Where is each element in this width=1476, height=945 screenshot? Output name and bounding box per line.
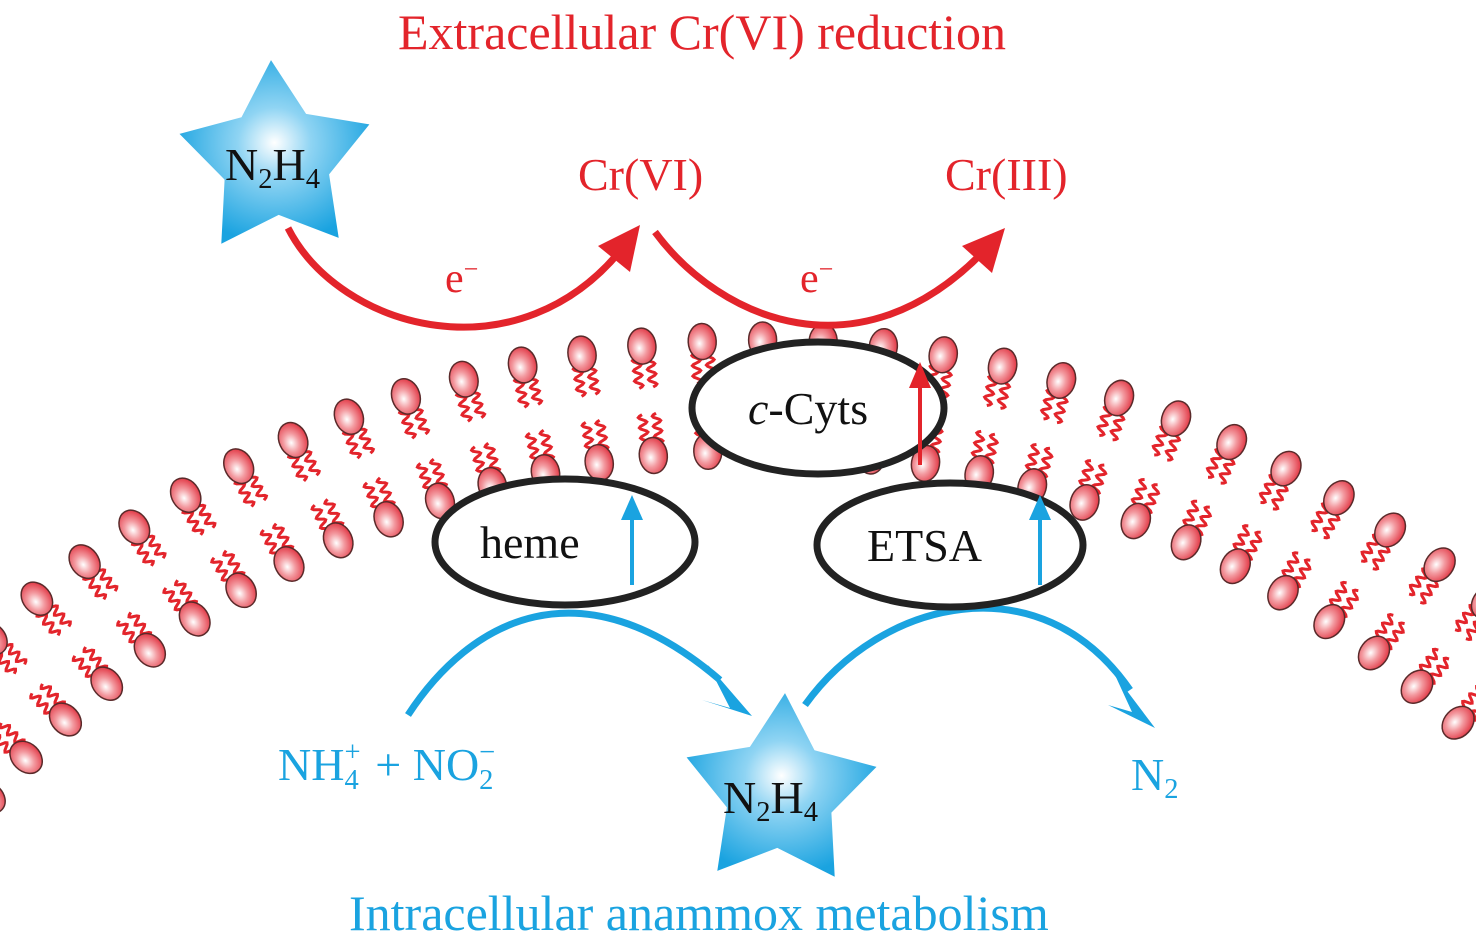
lipid-head [223,448,255,485]
lipid-head [1069,484,1100,521]
lipid-head [1046,361,1077,400]
lipid-tail [0,652,17,675]
heme-up-arrowhead [621,495,643,520]
lipid-head [1441,705,1475,740]
lipid-head [277,421,309,459]
lipid-head [567,335,597,373]
electron-transfer-arrowhead-1 [598,225,640,272]
lipid-head [68,544,101,580]
n2h4-label-extracellular: N2H4 [225,139,320,195]
anammox-arrowhead-2 [1108,675,1155,728]
lipid-head [687,322,717,361]
electron-transfer-arrow-2 [652,229,988,329]
electron-transfer-arrowhead-2 [962,228,1005,273]
c-cyts-label: c-Cyts [748,383,869,434]
lipid-head [1219,548,1251,585]
lipid-head [322,522,354,559]
lipid-head [48,702,83,737]
lipid-head [178,601,211,637]
lipid-head [390,377,422,415]
lipid-head [373,501,404,538]
lipid-head [20,581,54,616]
lipid-head [1270,450,1302,487]
electron-transfer-arrow-1 [284,226,628,331]
c-cyts-protein [688,338,948,478]
lipid-head [1357,635,1391,671]
etsa-label: ETSA [867,520,982,571]
heme-label: heme [480,517,580,568]
lipid-head [507,346,538,384]
lipid-tail [1465,620,1476,642]
anammox-arrow-1 [405,609,723,717]
lipid-head [1103,379,1135,417]
lipid-head [1170,524,1202,561]
lipid-head [169,477,202,514]
title-intracellular: Intracellular anammox metabolism [349,885,1049,941]
lipid-head [0,621,8,656]
n2-label: N2 [1131,749,1179,805]
lipid-head [987,347,1018,385]
etsa-up-arrowhead [1029,495,1051,520]
lipid-head [225,572,257,609]
lipid-head [1374,512,1407,548]
electron-label-2: e− [800,254,834,302]
cr-vi-label: Cr(VI) [578,149,704,200]
reactants-label: NH+4 + NO−2 [278,736,496,797]
c-cyts-up-arrowhead [909,362,931,388]
lipid-head [928,336,959,374]
lipid-head [1313,603,1346,640]
n2h4-label-intracellular: N2H4 [723,772,818,828]
lipid-head [9,740,44,775]
lipid-head [627,327,657,365]
lipid-head [333,398,365,435]
cr-iii-label: Cr(III) [945,149,1068,200]
lipid-head [1267,574,1299,611]
lipid-head [118,509,151,545]
lipid-head [1160,400,1192,437]
lipid-head [1323,480,1355,516]
anammox-arrowhead-1 [702,665,752,716]
lipid-head [0,780,6,814]
etsa-protein [813,479,1087,611]
lipid-head [90,666,124,701]
lipid-head [273,546,305,582]
n2h4-star-extracellular [179,60,370,244]
lipid-head [1423,547,1456,583]
n2h4-star-intracellular [686,693,877,877]
lipid-head [1216,423,1248,461]
title-extracellular: Extracellular Cr(VI) reduction [398,4,1007,60]
lipid-head [1400,669,1434,704]
lipid-head [133,632,167,668]
electron-label-1: e− [445,254,479,302]
lipid-head [448,360,479,398]
lipid-head [638,436,669,475]
lipid-head [1120,502,1152,540]
anammox-arrow-2 [802,604,1133,708]
